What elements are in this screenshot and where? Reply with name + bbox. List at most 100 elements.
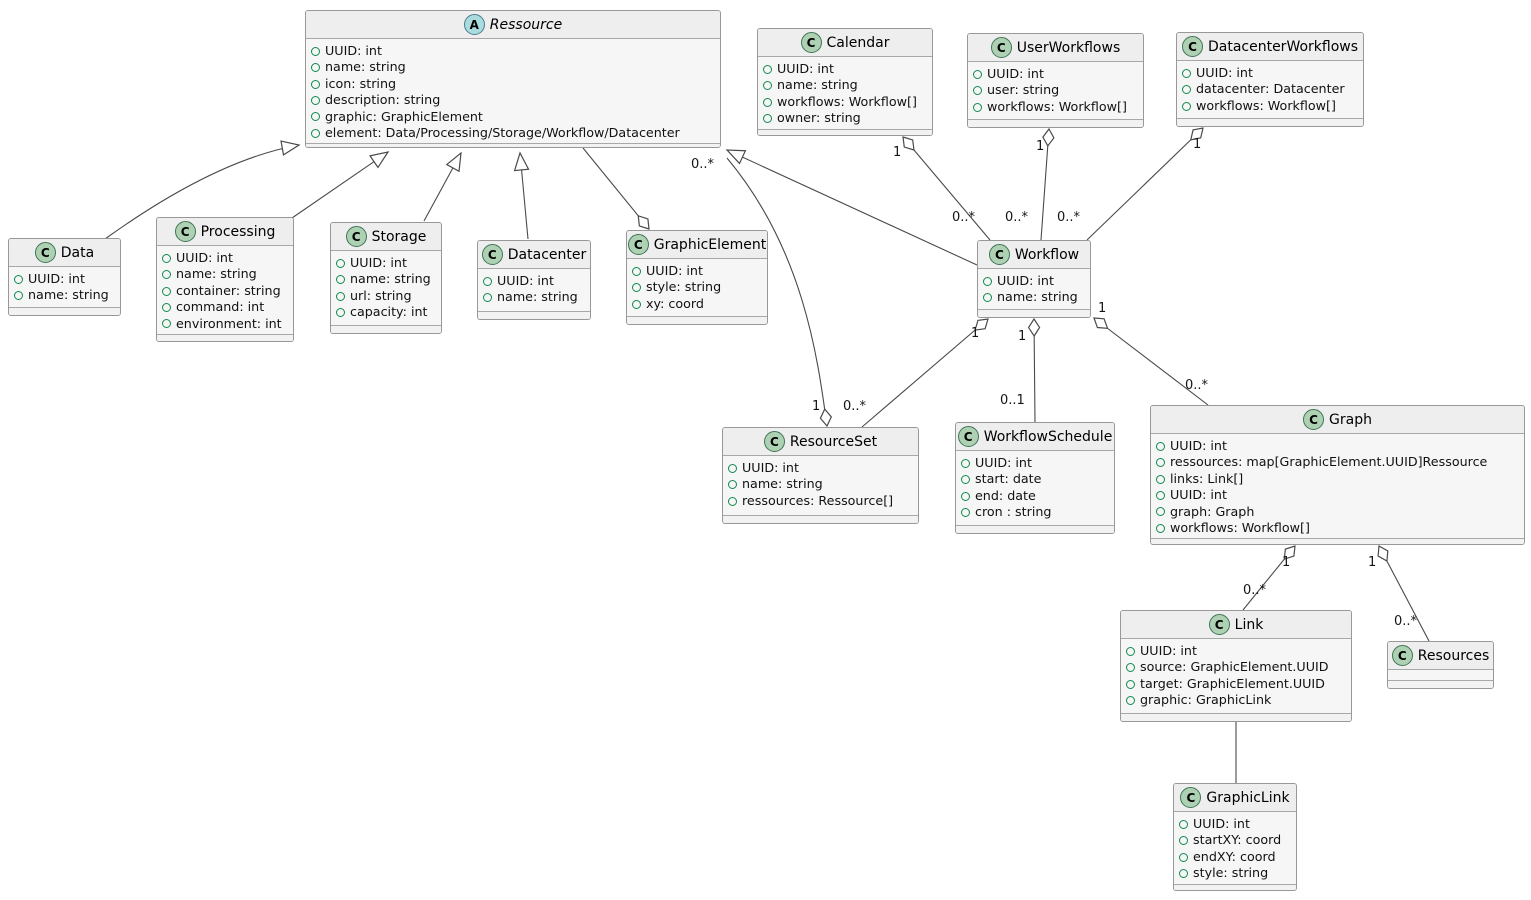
class-icon: C (174, 221, 196, 242)
attribute-row: style: string (632, 279, 762, 295)
field-visibility-icon (1182, 68, 1191, 78)
field-visibility-icon (311, 112, 320, 122)
edge-workflow-aggregates-workflowschedule (1034, 319, 1035, 423)
attribute-row: name: string (336, 271, 436, 287)
field-visibility-icon (483, 276, 492, 286)
edge-processing-to-ressource-generalization (291, 151, 390, 219)
field-visibility-icon (973, 102, 982, 112)
field-visibility-icon (162, 319, 171, 329)
field-visibility-icon (961, 475, 970, 485)
field-visibility-icon (632, 266, 641, 276)
multiplicity-label: 1 (1193, 137, 1202, 152)
attribute-row: name: string (311, 59, 715, 75)
field-visibility-icon (1179, 836, 1188, 846)
field-visibility-icon (336, 275, 345, 285)
class-ressource-header: A Ressource (306, 11, 720, 39)
field-visibility-icon (1126, 679, 1135, 689)
class-name: Datacenter (507, 246, 587, 263)
attribute-row: UUID: int (1126, 643, 1346, 659)
class-datacenterworkflows-header: C DatacenterWorkflows (1177, 33, 1363, 61)
attribute-row: target: GraphicElement.UUID (1126, 676, 1346, 692)
field-visibility-icon (763, 97, 772, 107)
field-visibility-icon (961, 491, 970, 501)
field-visibility-icon (973, 86, 982, 96)
field-visibility-icon (1179, 852, 1188, 862)
field-visibility-icon (961, 507, 970, 517)
field-visibility-icon (973, 69, 982, 79)
attribute-row: icon: string (311, 76, 715, 92)
class-name: Link (1234, 616, 1264, 633)
attribute-row: UUID: int (632, 263, 762, 279)
methods-compartment (723, 515, 918, 523)
field-visibility-icon (728, 480, 737, 490)
class-name: Processing (200, 223, 276, 240)
multiplicity-label: 1 (893, 145, 902, 160)
field-visibility-icon (336, 291, 345, 301)
attribute-row: graphic: GraphicLink (1126, 692, 1346, 708)
class-link-header: C Link (1121, 611, 1351, 639)
field-visibility-icon (1126, 663, 1135, 673)
attribute-row: UUID: int (336, 255, 436, 271)
multiplicity-label: 0..* (1185, 378, 1209, 393)
methods-compartment (331, 325, 441, 333)
field-visibility-icon (1156, 490, 1165, 500)
field-visibility-icon (1156, 458, 1165, 468)
multiplicity-label: 1 (971, 326, 980, 341)
multiplicity-label: 0..* (691, 157, 715, 172)
field-visibility-icon (632, 299, 641, 309)
attribute-row: UUID: int (983, 273, 1085, 289)
class-icon: C (957, 426, 979, 447)
attribute-row: ressources: map[GraphicElement.UUID]Ress… (1156, 454, 1519, 470)
field-visibility-icon (483, 293, 492, 303)
field-visibility-icon (162, 270, 171, 280)
multiplicity-label: 0..* (1243, 583, 1267, 598)
methods-compartment (157, 334, 293, 341)
field-visibility-icon (1179, 868, 1188, 878)
attribute-row: UUID: int (1156, 487, 1519, 503)
class-workflowschedule-header: C WorkflowSchedule (956, 423, 1114, 451)
edge-graphicelement-aggregates-ressource (582, 147, 649, 229)
multiplicity-label: 0..* (1005, 210, 1029, 225)
field-visibility-icon (162, 286, 171, 296)
attribute-row: links: Link[] (1156, 471, 1519, 487)
attribute-row: UUID: int (483, 273, 585, 289)
methods-compartment (1388, 680, 1493, 688)
attribute-row: UUID: int (973, 66, 1138, 82)
class-name: DatacenterWorkflows (1207, 38, 1359, 55)
attribute-row: datacenter: Datacenter (1182, 81, 1358, 97)
field-visibility-icon (336, 258, 345, 268)
attribute-row: xy: coord (632, 296, 762, 312)
multiplicity-label: 0..* (843, 399, 867, 414)
class-calendar-header: C Calendar (758, 29, 932, 57)
field-visibility-icon (632, 283, 641, 293)
methods-compartment (1174, 883, 1296, 890)
class-graphiclink-header: C GraphicLink (1174, 784, 1296, 812)
attributes-compartment (1388, 670, 1493, 680)
attribute-row: owner: string (763, 110, 927, 126)
field-visibility-icon (311, 95, 320, 105)
methods-compartment (1121, 713, 1351, 721)
multiplicity-label: 1 (1282, 555, 1291, 570)
class-storage-header: C Storage (331, 223, 441, 251)
multiplicity-label: 0..* (1394, 614, 1418, 629)
attribute-row: UUID: int (311, 43, 715, 59)
edge-workflow-aggregates-graph (1094, 318, 1209, 406)
attribute-row: UUID: int (1179, 816, 1291, 832)
methods-compartment (9, 307, 120, 315)
field-visibility-icon (1156, 474, 1165, 484)
class-icon: C (990, 37, 1012, 58)
class-icon: C (763, 431, 785, 452)
